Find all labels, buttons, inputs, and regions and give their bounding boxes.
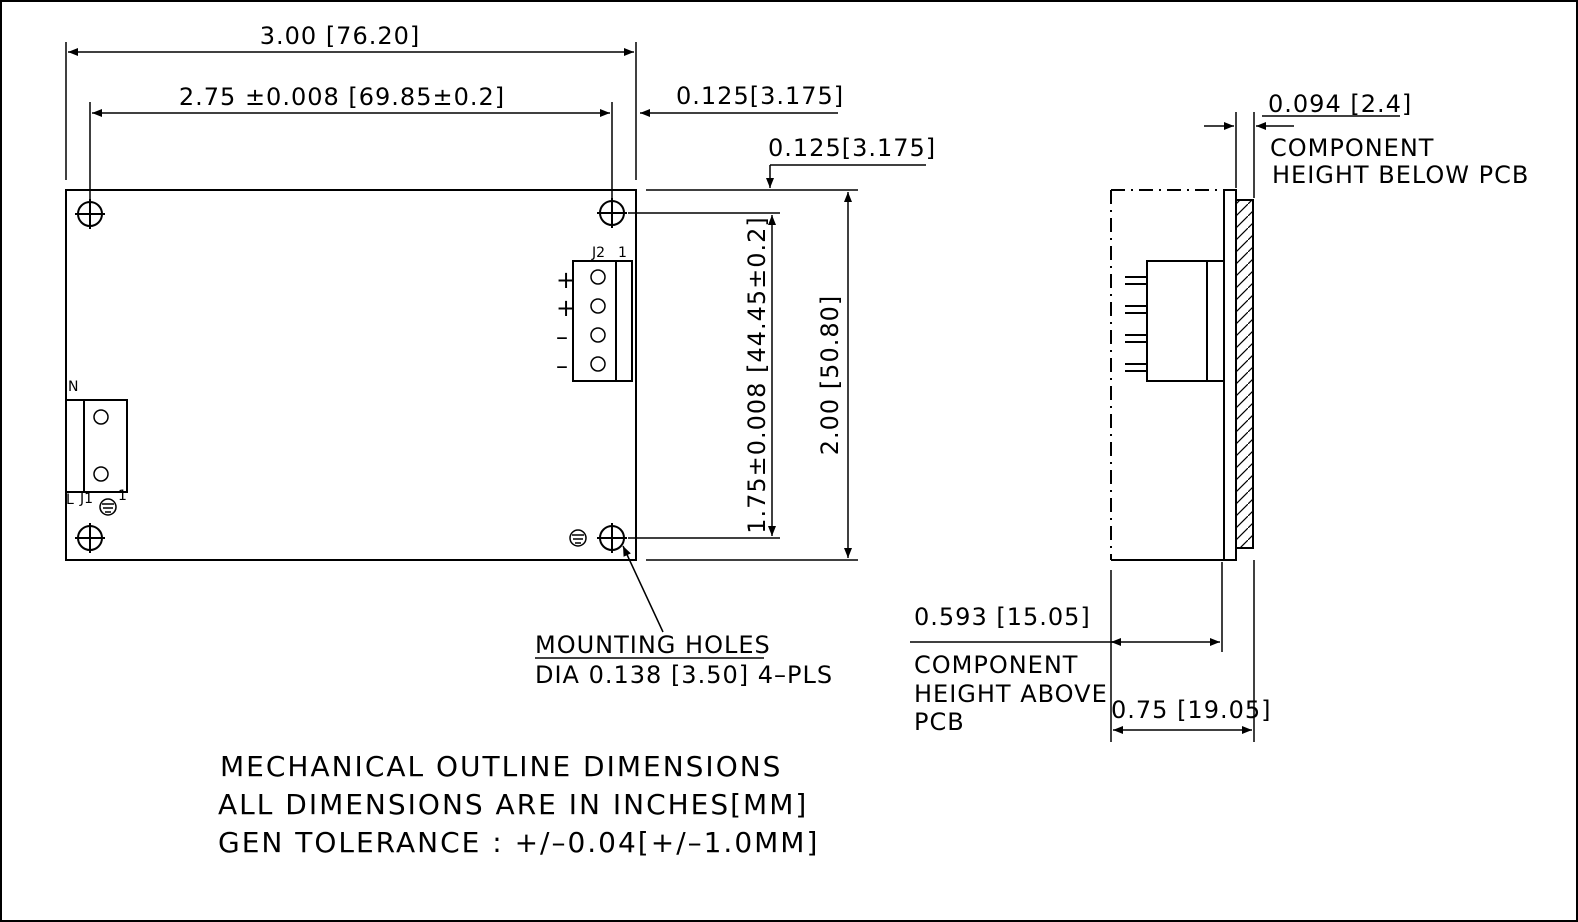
pcb-outline: [65, 189, 637, 561]
mounting-holes-callout: MOUNTING HOLES DIA 0.138 [3.50] 4–PLS: [535, 545, 833, 689]
connector-j2: J2 1 + + – –: [556, 245, 633, 382]
ground-symbol-icon: [99, 498, 117, 516]
j1-label: J1: [79, 491, 93, 507]
j2-pin-label: +: [556, 266, 577, 294]
dim-hole-offset-right: 0.125[3.175]: [640, 82, 844, 117]
dim-overall-width: 3.00 [76.20]: [65, 22, 637, 180]
above-pcb-callout-line3: PCB: [914, 708, 965, 736]
connector-j2-side: [1125, 260, 1225, 382]
notes-block: MECHANICAL OUTLINE DIMENSIONS ALL DIMENS…: [218, 750, 819, 859]
side-view: 0.094 [2.4] COMPONENT HEIGHT BELOW PCB 0…: [910, 90, 1529, 742]
mounting-holes-dia-label: DIA 0.138 [3.50] 4–PLS: [535, 661, 833, 689]
dim-overall-height-label: 2.00 [50.80]: [816, 295, 844, 456]
top-view: J2 1 + + – – N L J1 1: [65, 22, 936, 689]
dim-hole-spacing-y-label: 1.75±0.008 [44.45±0.2]: [743, 216, 771, 534]
below-pcb-callout-line2: HEIGHT BELOW PCB: [1272, 161, 1529, 189]
j2-pin-label: –: [556, 352, 569, 380]
j2-label: J2: [591, 245, 605, 261]
dim-total-thickness: 0.75 [19.05]: [1111, 560, 1272, 742]
note-units: ALL DIMENSIONS ARE IN INCHES[MM]: [218, 788, 808, 821]
below-pcb-callout-line1: COMPONENT: [1270, 134, 1434, 162]
dim-below-pcb-label: 0.094 [2.4]: [1268, 90, 1412, 118]
j2-pin-label: +: [556, 294, 577, 322]
mounting-hole-bottom-left: [75, 523, 105, 553]
dim-hole-spacing-x: 2.75 ±0.008 [69.85±0.2]: [89, 83, 613, 200]
note-tolerance: GEN TOLERANCE : +/–0.04[+/–1.0MM]: [218, 826, 819, 859]
above-pcb-callout-line2: HEIGHT ABOVE: [914, 680, 1108, 708]
dim-hole-offset-right-label: 0.125[3.175]: [676, 82, 844, 110]
dim-total-thickness-label: 0.75 [19.05]: [1111, 696, 1272, 724]
mounting-hole-top-left: [75, 199, 105, 229]
dim-hole-offset-top-label: 0.125[3.175]: [768, 134, 936, 162]
dim-hole-offset-top: 0.125[3.175]: [766, 134, 936, 188]
above-pcb-callout-line1: COMPONENT: [914, 651, 1078, 679]
bottom-components-hatched: [1235, 199, 1254, 549]
dim-hole-spacing-x-label: 2.75 ±0.008 [69.85±0.2]: [179, 83, 505, 111]
j2-pin-label: –: [556, 323, 569, 351]
dim-hole-spacing-y: 1.75±0.008 [44.45±0.2]: [743, 215, 776, 536]
mounting-hole-bottom-right: [597, 523, 627, 553]
note-title: MECHANICAL OUTLINE DIMENSIONS: [220, 750, 782, 783]
dim-overall-height: 2.00 [50.80]: [816, 192, 852, 558]
mounting-holes-label: MOUNTING HOLES: [535, 631, 771, 659]
dim-below-pcb: 0.094 [2.4] COMPONENT HEIGHT BELOW PCB: [1204, 90, 1529, 198]
j1-pin1-label: 1: [118, 488, 127, 504]
j1-n-label: N: [68, 379, 78, 395]
dim-above-pcb-label: 0.593 [15.05]: [914, 603, 1091, 631]
j2-pin1-label: 1: [618, 245, 627, 261]
connector-j1: N L J1 1: [65, 379, 128, 516]
mounting-hole-top-right: [597, 198, 627, 228]
dim-overall-width-label: 3.00 [76.20]: [260, 22, 421, 50]
j1-l-label: L: [66, 492, 74, 508]
ground-symbol-icon: [569, 529, 587, 547]
pcb-edge: [1223, 189, 1237, 561]
dim-above-pcb: 0.593 [15.05] COMPONENT HEIGHT ABOVE PCB: [910, 562, 1223, 742]
